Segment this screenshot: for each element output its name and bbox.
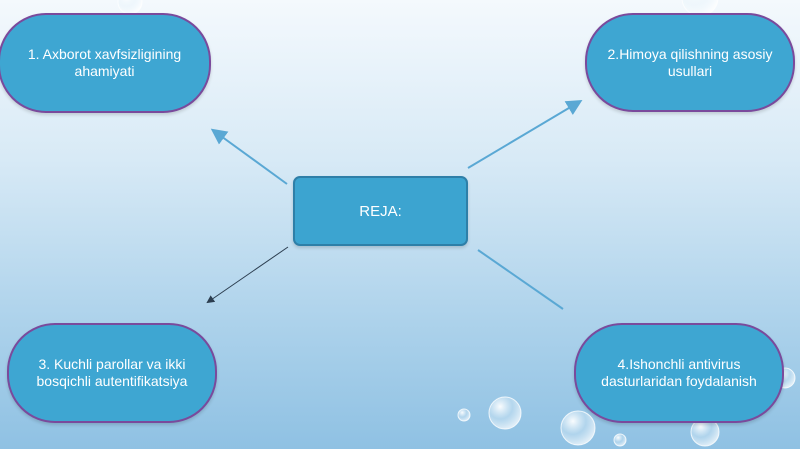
node-2-label: 2.Himoya qilishning asosiy usullari xyxy=(607,45,773,79)
node-4-label: 4.Ishonchli antivirus dasturlaridan foyd… xyxy=(601,356,757,389)
bubble xyxy=(457,408,471,422)
node-1-label: 1. Axborot xavfsizligining ahamiyati xyxy=(27,46,182,79)
bubble xyxy=(613,433,627,447)
center-node-label: REJA: xyxy=(359,202,402,220)
bubble xyxy=(488,396,522,430)
node-2: 2.Himoya qilishning asosiy usullari xyxy=(585,13,795,112)
node-3: 3. Kuchli parollar va ikki bosqichli aut… xyxy=(7,323,217,423)
node-1: 1. Axborot xavfsizligining ahamiyati xyxy=(0,13,211,113)
connector-to-node-3 xyxy=(206,246,289,304)
connector-to-node-2 xyxy=(467,99,583,169)
node-3-label: 3. Kuchli parollar va ikki bosqichli aut… xyxy=(36,356,188,389)
center-node: REJA: xyxy=(293,176,468,246)
connector-to-node-1 xyxy=(210,128,288,185)
connector-to-node-4 xyxy=(477,249,564,310)
bubble xyxy=(560,410,596,446)
node-4: 4.Ishonchli antivirus dasturlaridan foyd… xyxy=(574,323,784,423)
